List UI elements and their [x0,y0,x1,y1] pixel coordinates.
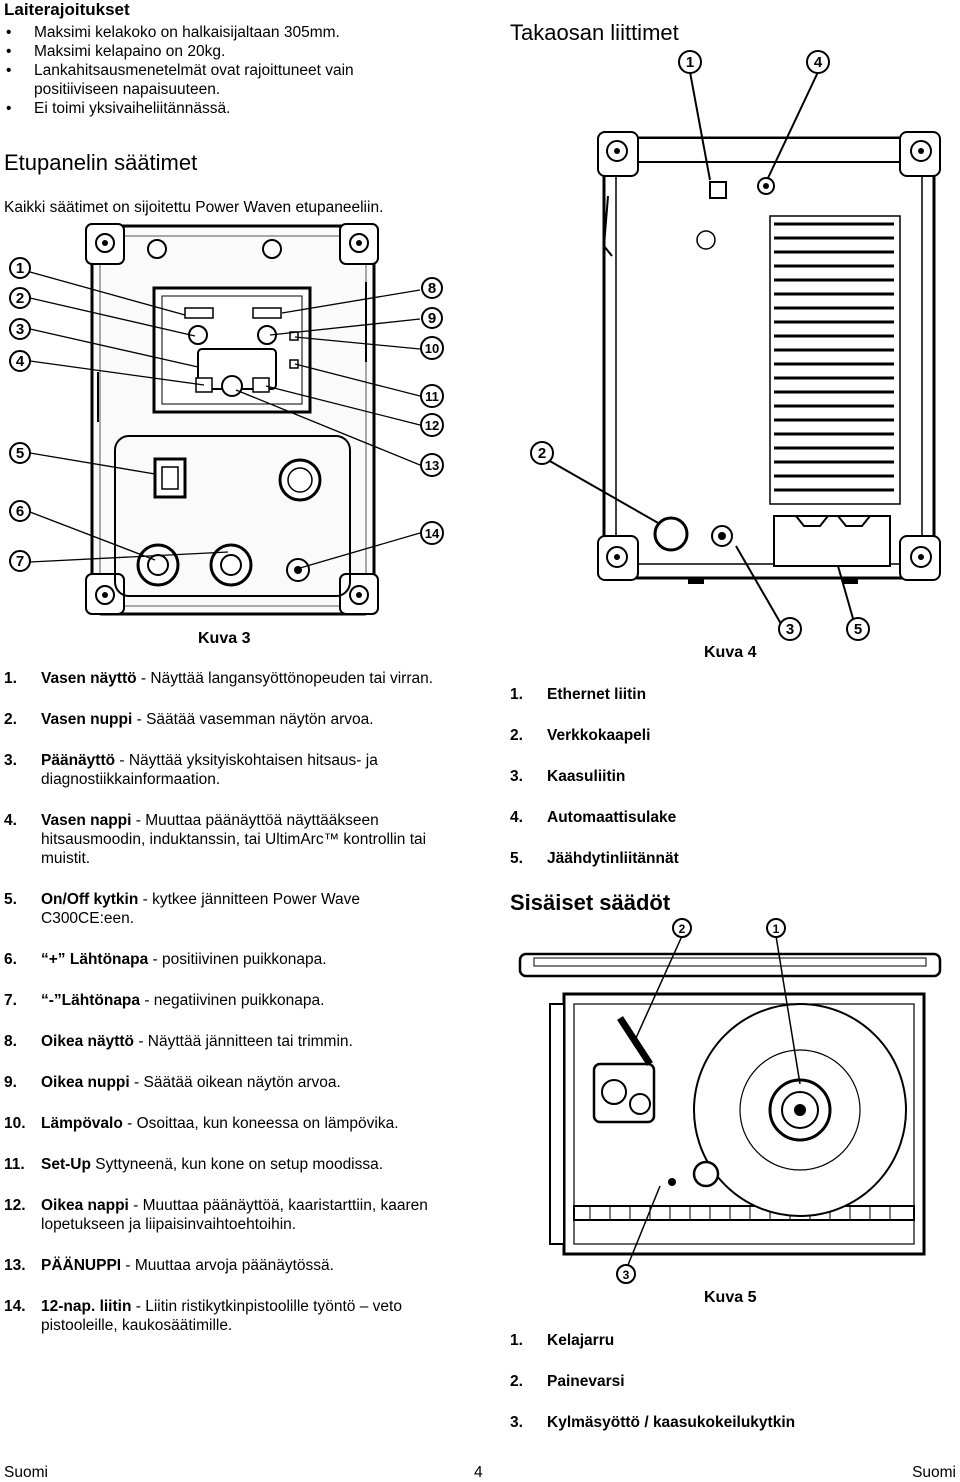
callout-11 [420,384,444,408]
svg-text:1: 1 [16,260,24,277]
svg-text:7: 7 [16,553,24,570]
callout-12 [420,413,444,437]
svg-text:4: 4 [814,54,823,71]
figure4-caption: Kuva 4 [704,644,757,661]
front-heading: Etupanelin säätimet [4,150,198,175]
front-intro: Kaikki säätimet on sijoitettu Power Wave… [4,199,384,216]
list-item: 14.12-nap. liitin - Liitin ristikytkinpi… [4,1298,402,1334]
list-item: 11.Set-Up Syttyneenä, kun kone on setup … [4,1156,384,1173]
svg-text:3: 3 [786,621,794,638]
list-item: 5.Jäähdytinliitännät [510,850,679,867]
list-item: 2.Verkkokaapeli [510,727,651,744]
list-item: 6.“+” Lähtönapa - positiivinen puikkonap… [4,951,327,968]
svg-text:9: 9 [428,310,436,327]
svg-text:2: 2 [538,445,546,462]
svg-text:2: 2 [679,922,686,936]
list-item: 4.Vasen nappi - Muuttaa päänäyttöä näytt… [4,812,427,867]
list-item: •Maksimi kelakoko on halkaisijaltaan 305… [6,24,340,41]
front-controls-list: 1.Vasen näyttö - Näyttää langansyöttönop… [4,669,444,1335]
figure3-caption: Kuva 3 [198,630,251,647]
rear-connectors-list: 1.Ethernet liitin 2.Verkkokaapeli 3.Kaas… [510,685,910,868]
svg-text:13: 13 [425,458,439,473]
callout-3 [778,617,802,641]
list-item: 12.Oikea nappi - Muuttaa päänäyttöä, kaa… [4,1197,428,1233]
svg-text:11: 11 [425,389,439,404]
svg-text:3: 3 [623,1268,630,1282]
rear-callouts-bottom: 3 5 [760,614,890,648]
list-item: •Maksimi kelapaino on 20kg. [6,43,226,60]
list-item: 3.Kaasuliitin [510,768,626,785]
callout-5 [9,442,31,464]
limits-heading: Laiterajoitukset [4,0,130,19]
svg-text:5: 5 [854,621,862,638]
list-item: 1.Ethernet liitin [510,686,647,703]
callout-13 [420,453,444,477]
list-item: •Lankahitsausmenetelmät ovat rajoittunee… [6,62,354,98]
footer-language-left: Suomi [4,1464,48,1481]
svg-text:6: 6 [16,503,24,520]
list-item: 2.Painevarsi [510,1373,625,1390]
svg-text:5: 5 [16,445,24,462]
callout-9 [421,307,443,329]
list-item: 13.PÄÄNUPPI - Muuttaa arvoja päänäytössä… [4,1257,334,1274]
callout-14 [420,521,444,545]
svg-text:12: 12 [425,418,439,433]
callout-2 [672,918,692,938]
internal-figure: 2 1 3 [510,914,950,1284]
internal-list: 1.Kelajarru 2.Painevarsi 3.Kylmäsyöttö /… [510,1331,930,1432]
list-item: 10.Lämpövalo - Osoittaa, kun koneessa on… [4,1115,399,1132]
callout-1 [9,257,31,279]
callout-4 [9,350,31,372]
callout-2 [9,287,31,309]
list-item: 4.Automaattisulake [510,809,677,826]
rear-heading: Takaosan liittimet [510,20,679,45]
svg-text:2: 2 [16,290,24,307]
callout-4 [806,50,830,74]
list-item: •Ei toimi yksivaiheliitännässä. [6,100,231,117]
list-item: 1.Kelajarru [510,1332,615,1349]
svg-text:3: 3 [16,321,24,338]
svg-text:10: 10 [425,341,439,356]
front-panel-figure: 1 2 3 4 5 6 7 8 9 10 11 12 13 14 [0,222,460,622]
page-number: 4 [474,1464,483,1481]
list-item: 3.Päänäyttö - Näyttää yksityiskohtaisen … [4,752,378,788]
callout-1 [678,50,702,74]
list-item: 5.On/Off kytkin - kytkee jännitteen Powe… [4,891,361,927]
list-item: 1.Vasen näyttö - Näyttää langansyöttönop… [4,670,434,687]
callout-8 [421,277,443,299]
callout-1 [766,918,786,938]
callout-2 [530,441,554,465]
rear-panel-figure: 1 4 2 [520,46,960,646]
callout-7 [9,550,31,572]
svg-text:1: 1 [773,922,780,936]
list-item: 7.“-”Lähtönapa - negatiivinen puikkonapa… [4,992,325,1009]
svg-text:8: 8 [428,280,436,297]
callout-6 [9,500,31,522]
svg-text:14: 14 [425,526,440,541]
list-item: 9.Oikea nuppi - Säätää oikean näytön arv… [4,1074,341,1091]
callout-10 [420,336,444,360]
footer-language-right: Suomi [912,1464,956,1481]
callout-3 [616,1264,636,1284]
callout-5 [846,617,870,641]
callout-3 [9,318,31,340]
list-item: 2.Vasen nuppi - Säätää vasemman näytön a… [4,711,374,728]
svg-text:1: 1 [686,54,694,71]
list-item: 3.Kylmäsyöttö / kaasukokeilukytkin [510,1414,796,1431]
internal-heading: Sisäiset säädöt [510,890,671,915]
figure5-caption: Kuva 5 [704,1289,757,1306]
svg-text:4: 4 [16,353,25,370]
list-item: 8.Oikea näyttö - Näyttää jännitteen tai … [4,1033,353,1050]
limits-list: •Maksimi kelakoko on halkaisijaltaan 305… [0,23,430,118]
